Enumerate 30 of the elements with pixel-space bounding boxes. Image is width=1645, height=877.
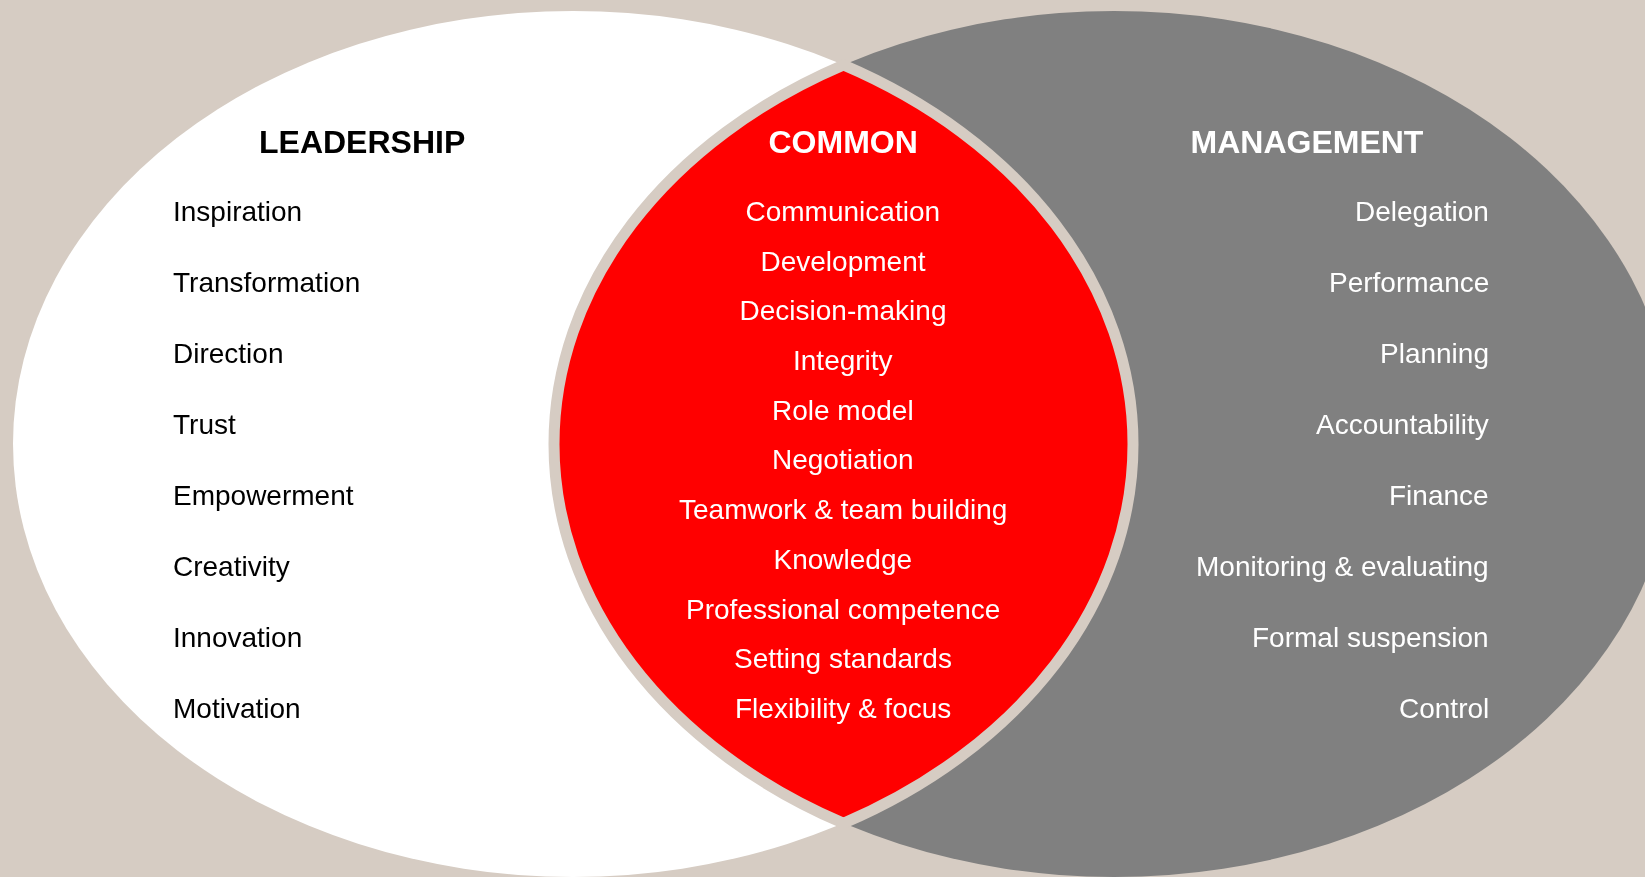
list-item: Knowledge (773, 542, 913, 577)
list-item: Accountability (1316, 408, 1489, 442)
list-item: Professional competence (686, 592, 1001, 627)
list-item: Role model (772, 393, 914, 428)
list-item: Negotiation (772, 443, 914, 478)
list-item: Monitoring & evaluating (1196, 550, 1489, 584)
list-item: Setting standards (734, 642, 952, 677)
list-item: Motivation (173, 692, 301, 726)
list-item: Creativity (173, 550, 290, 584)
list-item: Inspiration (173, 195, 303, 229)
list-item: Trust (173, 408, 236, 442)
section-heading: COMMON (768, 125, 918, 159)
list-item: Planning (1380, 337, 1489, 371)
list-item: Teamwork & team building (679, 493, 1008, 528)
section-heading: MANAGEMENT (1190, 125, 1424, 159)
list-item: Empowerment (173, 479, 354, 513)
list-item: Performance (1329, 266, 1490, 300)
section-heading: LEADERSHIP (259, 125, 466, 159)
list-item: Decision-making (739, 294, 947, 329)
list-item: Development (760, 244, 926, 279)
list-item: Direction (173, 337, 284, 371)
list-item: Flexibility & focus (735, 692, 952, 726)
list-item: Integrity (793, 344, 893, 379)
list-item: Formal suspension (1252, 621, 1489, 655)
list-item: Transformation (173, 266, 361, 300)
list-item: Innovation (173, 621, 303, 655)
list-item: Finance (1389, 479, 1489, 513)
list-item: Control (1399, 692, 1490, 726)
list-item: Delegation (1355, 195, 1489, 229)
list-item: Communication (745, 195, 941, 229)
